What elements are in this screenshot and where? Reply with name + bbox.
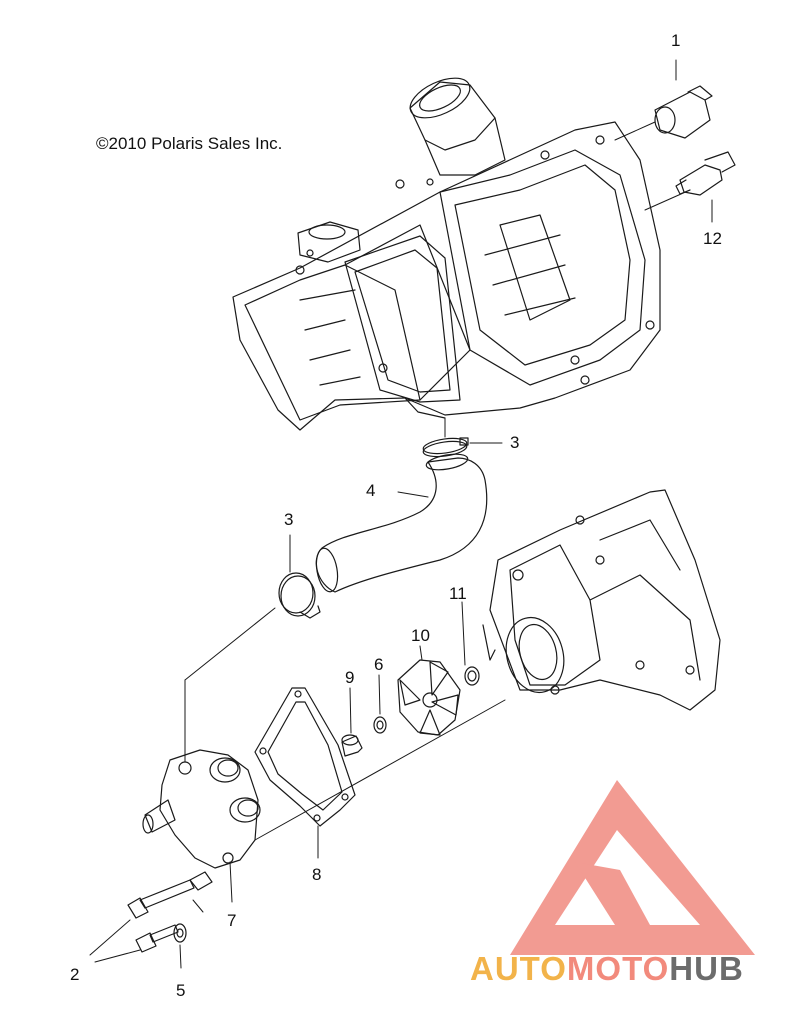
callout-9: 9	[345, 668, 355, 687]
part-11-oil-seal	[461, 601, 480, 686]
callout-8: 8	[312, 865, 322, 884]
part-8-gasket	[254, 687, 356, 859]
part-2-bolts	[89, 871, 213, 963]
cylinder-head	[232, 77, 691, 431]
crankcase	[482, 489, 721, 711]
part-3-clamp-lower	[278, 534, 321, 619]
part-9-plug	[341, 687, 363, 757]
callout-10: 10	[411, 626, 430, 645]
part-4-coolant-hose	[315, 453, 488, 593]
callout-2: 2	[70, 965, 80, 984]
callout-7: 7	[227, 911, 237, 930]
part-6-washer	[373, 674, 387, 734]
part-7-water-pump-cover	[142, 607, 276, 903]
callout-3-lower: 3	[284, 510, 294, 529]
callout-4: 4	[366, 481, 376, 500]
part-10-impeller	[397, 645, 461, 736]
part-3-clamp-upper	[422, 417, 503, 458]
callout-6: 6	[374, 655, 384, 674]
part-12-temperature-sensor	[675, 151, 736, 223]
part-1-cap	[654, 59, 713, 139]
callout-1: 1	[671, 31, 681, 50]
callout-11: 11	[449, 584, 467, 603]
callout-3-upper: 3	[510, 433, 520, 452]
callout-12: 12	[703, 229, 722, 248]
automotohub-logo	[510, 780, 755, 955]
watermark-text: AUTOMOTOHUB	[470, 950, 744, 987]
part-5-washer	[173, 923, 187, 969]
copyright-text: ©2010 Polaris Sales Inc.	[96, 134, 283, 153]
callout-5: 5	[176, 981, 186, 1000]
assembly-axis-line	[254, 699, 506, 841]
